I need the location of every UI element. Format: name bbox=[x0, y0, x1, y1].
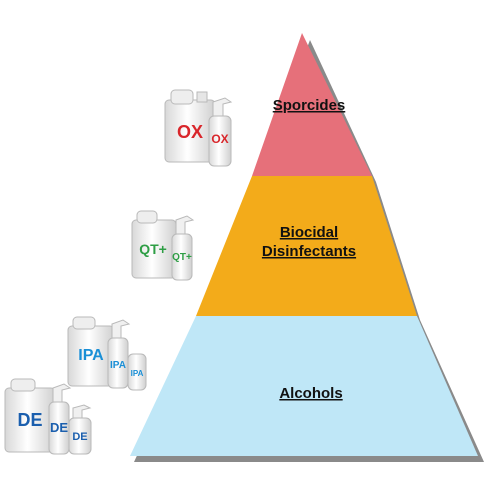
product-image-qt-plus: QT+ QT+ bbox=[131, 210, 195, 281]
jug-handle bbox=[170, 89, 194, 105]
jug-label-text: QT+ bbox=[139, 241, 167, 257]
jug-label-text: IPA bbox=[78, 347, 104, 364]
product-image-de: DE DE DE bbox=[4, 378, 92, 455]
tier-label-biocidal-line1: Biocidal bbox=[280, 224, 338, 241]
product-image-ipa: IPA IPA IPA bbox=[67, 316, 147, 391]
small-bottle-label-text: IPA bbox=[131, 369, 144, 378]
jug-handle bbox=[72, 316, 96, 330]
pyramid-tier-biocidal-disinfectants bbox=[196, 176, 417, 316]
tier-label-alcohols: Alcohols bbox=[279, 385, 342, 402]
product-image-ox: OX OX bbox=[164, 89, 233, 167]
spray-label-text: IPA bbox=[110, 360, 126, 371]
spray-trigger bbox=[111, 319, 131, 339]
jug-handle bbox=[10, 378, 36, 392]
spray-label-text: QT+ bbox=[172, 252, 192, 263]
jug-handle bbox=[136, 210, 158, 224]
spray-trigger bbox=[52, 383, 72, 403]
small-spray-label-text: DE bbox=[72, 431, 87, 443]
jug-label-text: OX bbox=[177, 122, 203, 142]
spray-label-text: OX bbox=[211, 132, 228, 146]
spray-trigger bbox=[212, 97, 233, 117]
tier-label-biocidal-line2: Disinfectants bbox=[262, 243, 356, 260]
small-bottle-body bbox=[127, 353, 147, 391]
pyramid-tier-alcohols bbox=[130, 316, 478, 456]
spray-trigger bbox=[175, 215, 195, 235]
pyramid-tier-sporicides bbox=[252, 33, 372, 176]
jug-label-text: DE bbox=[17, 410, 42, 430]
tier-label-sporicides: Sporcides bbox=[273, 97, 346, 114]
jug-cap bbox=[196, 91, 208, 103]
spray-label-text: DE bbox=[50, 420, 68, 435]
small-spray-trigger bbox=[72, 404, 92, 419]
